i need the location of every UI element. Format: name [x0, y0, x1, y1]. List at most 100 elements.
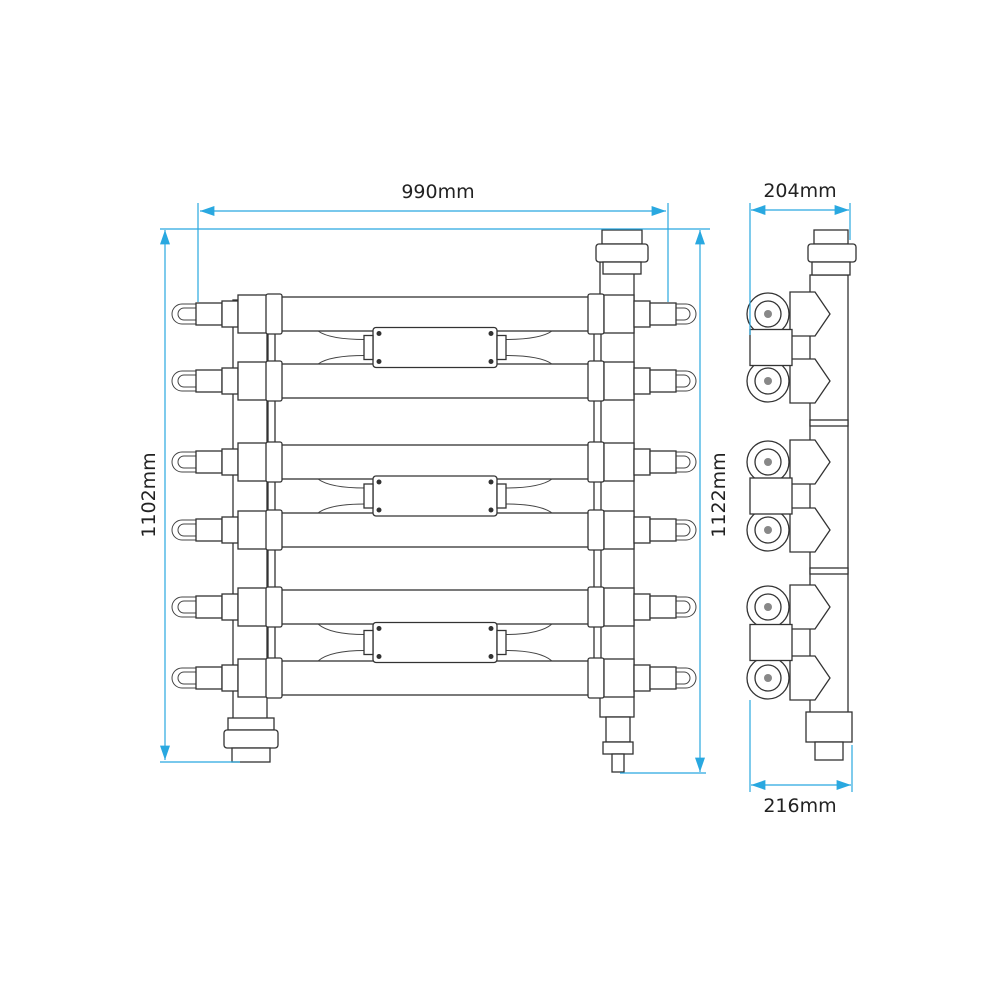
uv-tube: [269, 660, 601, 696]
right-clamp: [587, 293, 605, 335]
side-uv-unit: [746, 584, 831, 630]
dimension-lines: [160, 203, 853, 792]
left-end-cap: [195, 595, 223, 619]
side-uv-unit: [746, 358, 831, 404]
right-cable-gland: [496, 629, 507, 656]
right-cable-gland: [496, 483, 507, 509]
left-gland-nut: [221, 300, 239, 328]
left-cable-loop: [171, 451, 200, 473]
left-cable-loop: [171, 667, 200, 689]
uv-tube: [269, 363, 601, 399]
right-end-cap: [649, 302, 677, 326]
uv-unit: [171, 293, 697, 335]
uv-tube: [269, 444, 601, 480]
right-clamp: [587, 509, 605, 551]
right-gland-nut: [633, 448, 651, 476]
right-clamp: [587, 441, 605, 483]
left-collar: [237, 510, 269, 550]
screw: [488, 359, 494, 364]
bottom-union-nut: [223, 729, 279, 749]
top-depth-label: 204mm: [763, 180, 836, 202]
left-gland-nut: [221, 664, 239, 692]
screw: [488, 331, 494, 336]
uv-unit: [171, 441, 697, 483]
left-end-cap: [195, 518, 223, 542]
right-collar: [603, 361, 635, 401]
left-cable-gland: [363, 629, 374, 656]
side-joint: [809, 419, 849, 427]
left-collar: [237, 587, 269, 627]
dimension-arrow: [751, 780, 766, 790]
side-tee: [789, 439, 831, 485]
right-manifold: [599, 261, 635, 718]
left-clamp: [265, 657, 283, 699]
dimension-arrow: [651, 206, 666, 216]
ballast-housing: [372, 326, 498, 369]
right-end-cap: [649, 369, 677, 393]
dimension-arrow: [160, 230, 170, 245]
left-clamp: [265, 441, 283, 483]
side-joint: [809, 567, 849, 575]
end-cap-center: [764, 603, 772, 611]
left-end-cap: [195, 450, 223, 474]
ballast-box: [317, 475, 553, 517]
left-gland-nut: [221, 448, 239, 476]
drain-valve: [602, 741, 634, 755]
right-end-cap: [649, 595, 677, 619]
right-collar: [603, 510, 635, 550]
left-cable-loop: [171, 370, 200, 392]
side-uv-unit: [746, 507, 831, 553]
right-end-cap: [649, 450, 677, 474]
ballast-housing: [372, 621, 498, 664]
left-cable-loop: [171, 303, 200, 325]
side-top-union-nut: [807, 243, 857, 263]
right-cable-loop: [670, 303, 697, 325]
bottom-union-cap: [231, 747, 271, 763]
uv-unit: [171, 657, 697, 699]
top-union-nut: [595, 243, 649, 263]
right-cable-loop: [670, 667, 697, 689]
screw: [488, 507, 494, 513]
left-gland-nut: [221, 516, 239, 544]
right-clamp: [587, 657, 605, 699]
right-cable-loop: [670, 596, 697, 618]
side-manifold: [809, 274, 849, 716]
end-cap-center: [764, 674, 772, 682]
bottom-depth-label: 216mm: [763, 795, 836, 817]
screw: [376, 507, 382, 513]
right-end-cap: [649, 518, 677, 542]
right-collar: [603, 442, 635, 482]
side-tee: [789, 507, 831, 553]
right-collar: [603, 587, 635, 627]
left-end-cap: [195, 666, 223, 690]
right-gland-nut: [633, 516, 651, 544]
screw: [376, 654, 382, 659]
side-drain-body: [805, 711, 853, 743]
left-gland-nut: [221, 593, 239, 621]
end-cap-center: [764, 526, 772, 534]
screw: [376, 359, 382, 364]
ballast-box: [317, 326, 553, 369]
screw: [376, 626, 382, 631]
top-union-body: [602, 261, 642, 275]
right-collar: [603, 294, 635, 334]
right-gland-nut: [633, 367, 651, 395]
side-top-union-cap: [813, 229, 849, 245]
side-uv-unit: [746, 291, 831, 337]
front-view: [171, 229, 697, 773]
left-end-cap: [195, 302, 223, 326]
ballast-housing: [372, 475, 498, 517]
left-clamp: [265, 293, 283, 335]
top-union-cap: [601, 229, 643, 245]
screw: [488, 654, 494, 659]
uv-tube: [269, 296, 601, 332]
right-gland-nut: [633, 664, 651, 692]
side-drain-valve: [814, 741, 844, 761]
width-label: 990mm: [401, 181, 474, 203]
left-collar: [237, 361, 269, 401]
left-clamp: [265, 509, 283, 551]
end-cap-center: [764, 458, 772, 466]
left-collar: [237, 658, 269, 698]
